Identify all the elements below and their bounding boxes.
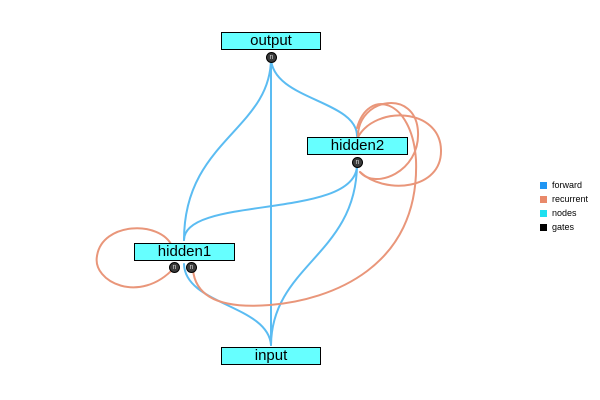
legend-label-forward: forward	[552, 180, 583, 190]
edge-hidden2-self-loop-outer	[357, 114, 443, 187]
edge-hidden2-to-output	[270, 57, 358, 137]
legend-swatch-forward	[540, 182, 547, 189]
legend-item-forward: forward	[540, 180, 588, 194]
legend-item-nodes: nodes	[540, 208, 588, 222]
node-output[interactable]: output	[221, 32, 321, 50]
hidden1-gate-port-2-label: n	[189, 264, 194, 271]
hidden2-gate-port-label: n	[355, 159, 360, 166]
legend-swatch-nodes	[540, 210, 547, 217]
edge-hidden1-self-loop	[95, 227, 175, 289]
edge-input-to-hidden2	[270, 164, 358, 346]
node-input-label: input	[254, 347, 288, 364]
legend-label-nodes: nodes	[552, 208, 577, 218]
node-input[interactable]: input	[221, 347, 321, 365]
edge-hidden1-to-output	[183, 57, 272, 241]
node-hidden1-label: hidden1	[157, 243, 212, 260]
legend-swatch-recurrent	[540, 196, 547, 203]
legend-label-recurrent: recurrent	[552, 194, 589, 204]
node-hidden1[interactable]: hidden1	[134, 243, 235, 261]
hidden1-gate-port-1-label: n	[172, 264, 177, 271]
output-gate-port-label: n	[269, 54, 274, 61]
legend-label-gates: gates	[552, 222, 575, 232]
legend-item-gates: gates	[540, 222, 588, 236]
hidden2-gate-port[interactable]: n	[352, 157, 363, 168]
edge-hidden1-to-hidden2	[183, 164, 358, 241]
node-hidden2[interactable]: hidden2	[307, 137, 408, 155]
output-gate-port[interactable]: n	[266, 52, 277, 63]
hidden1-gate-port-2[interactable]: n	[186, 262, 197, 273]
hidden1-gate-port-1[interactable]: n	[169, 262, 180, 273]
node-output-label: output	[250, 32, 292, 49]
legend-swatch-gates	[540, 224, 547, 231]
edge-hidden2-to-hidden1-recurrent	[192, 103, 418, 307]
legend: forward recurrent nodes gates	[540, 180, 588, 236]
edge-input-to-hidden1	[183, 263, 272, 346]
legend-item-recurrent: recurrent	[540, 194, 588, 208]
edge-hidden2-self-loop-inner	[357, 102, 420, 180]
node-hidden2-label: hidden2	[330, 137, 385, 154]
